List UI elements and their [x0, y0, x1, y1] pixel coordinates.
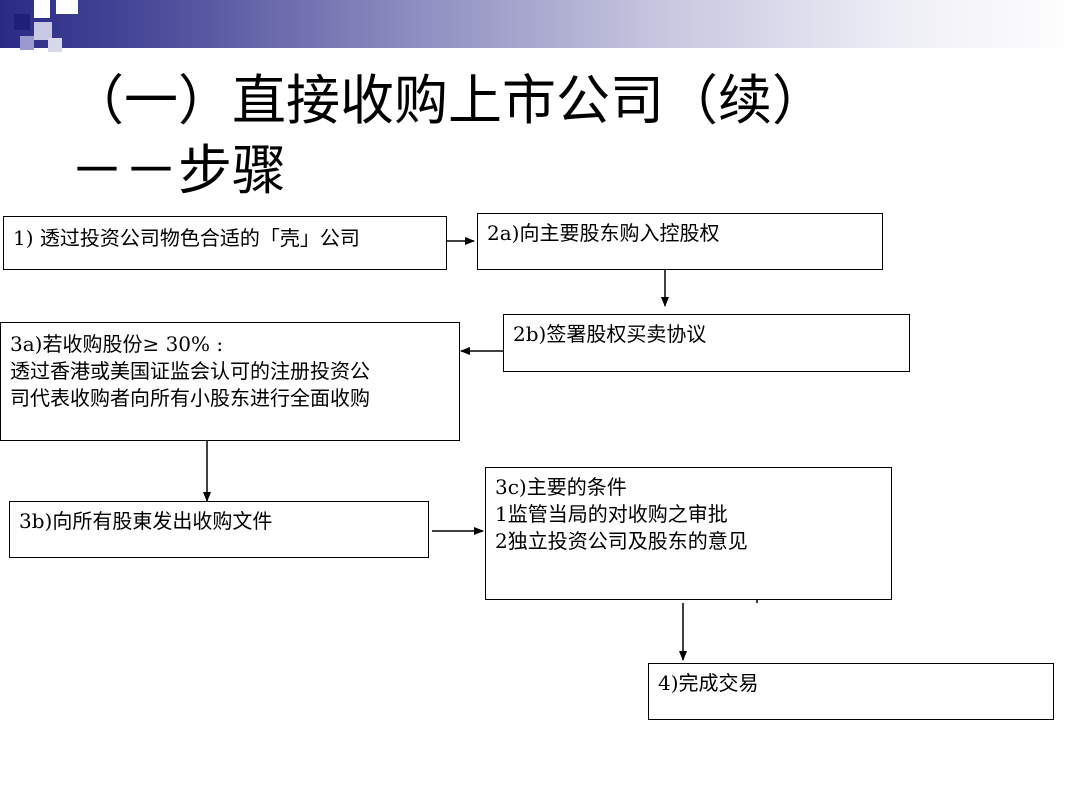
step-3c-line1: 3c)主要的条件 [495, 475, 627, 499]
step-3c-box: 3c)主要的条件 1监管当局的对收购之审批 2独立投资公司及股东的意见 [485, 467, 892, 600]
step-3a-line2: 透过香港或美国证监会认可的注册投资公 [10, 359, 370, 383]
logo-square-mid [20, 36, 34, 50]
step-1-text: 1) 透过投资公司物色合适的「壳」公司 [13, 226, 360, 250]
step-1-box: 1) 透过投资公司物色合适的「壳」公司 [3, 216, 447, 270]
header-gradient-band [0, 0, 1080, 48]
step-4-text: 4)完成交易 [658, 671, 759, 695]
logo-square-pale [48, 38, 62, 52]
step-2b-text: 2b)签署股权买卖协议 [513, 322, 707, 346]
logo-square-dark [14, 14, 30, 30]
logo-square-light [34, 0, 50, 18]
step-2b-box: 2b)签署股权买卖协议 [503, 314, 910, 372]
slide-title: （一）直接收购上市公司（续） －－步骤 [70, 66, 826, 206]
logo-square-light [56, 0, 78, 14]
step-3a-line1: 3a)若收购股份≥ 30% : [10, 332, 224, 356]
step-3c-line3: 2独立投资公司及股东的意见 [495, 529, 748, 553]
step-3b-text: 3b)向所有股東发出收购文件 [19, 509, 273, 533]
step-3c-line2: 1监管当局的对收购之审批 [495, 502, 728, 526]
slide-title-line2: －－步骤 [70, 139, 286, 202]
step-3b-box: 3b)向所有股東发出收购文件 [9, 501, 429, 558]
logo-square-pale [34, 22, 52, 40]
step-4-box: 4)完成交易 [648, 663, 1054, 720]
step-2a-text: 2a)向主要股东购入控股权 [487, 221, 720, 245]
step-3a-box: 3a)若收购股份≥ 30% : 透过香港或美国证监会认可的注册投资公 司代表收购… [0, 322, 460, 441]
step-2a-box: 2a)向主要股东购入控股权 [477, 213, 883, 270]
slide-title-line1: （一）直接收购上市公司（续） [70, 69, 826, 132]
step-3a-line3: 司代表收购者向所有小股东进行全面收购 [10, 386, 370, 410]
